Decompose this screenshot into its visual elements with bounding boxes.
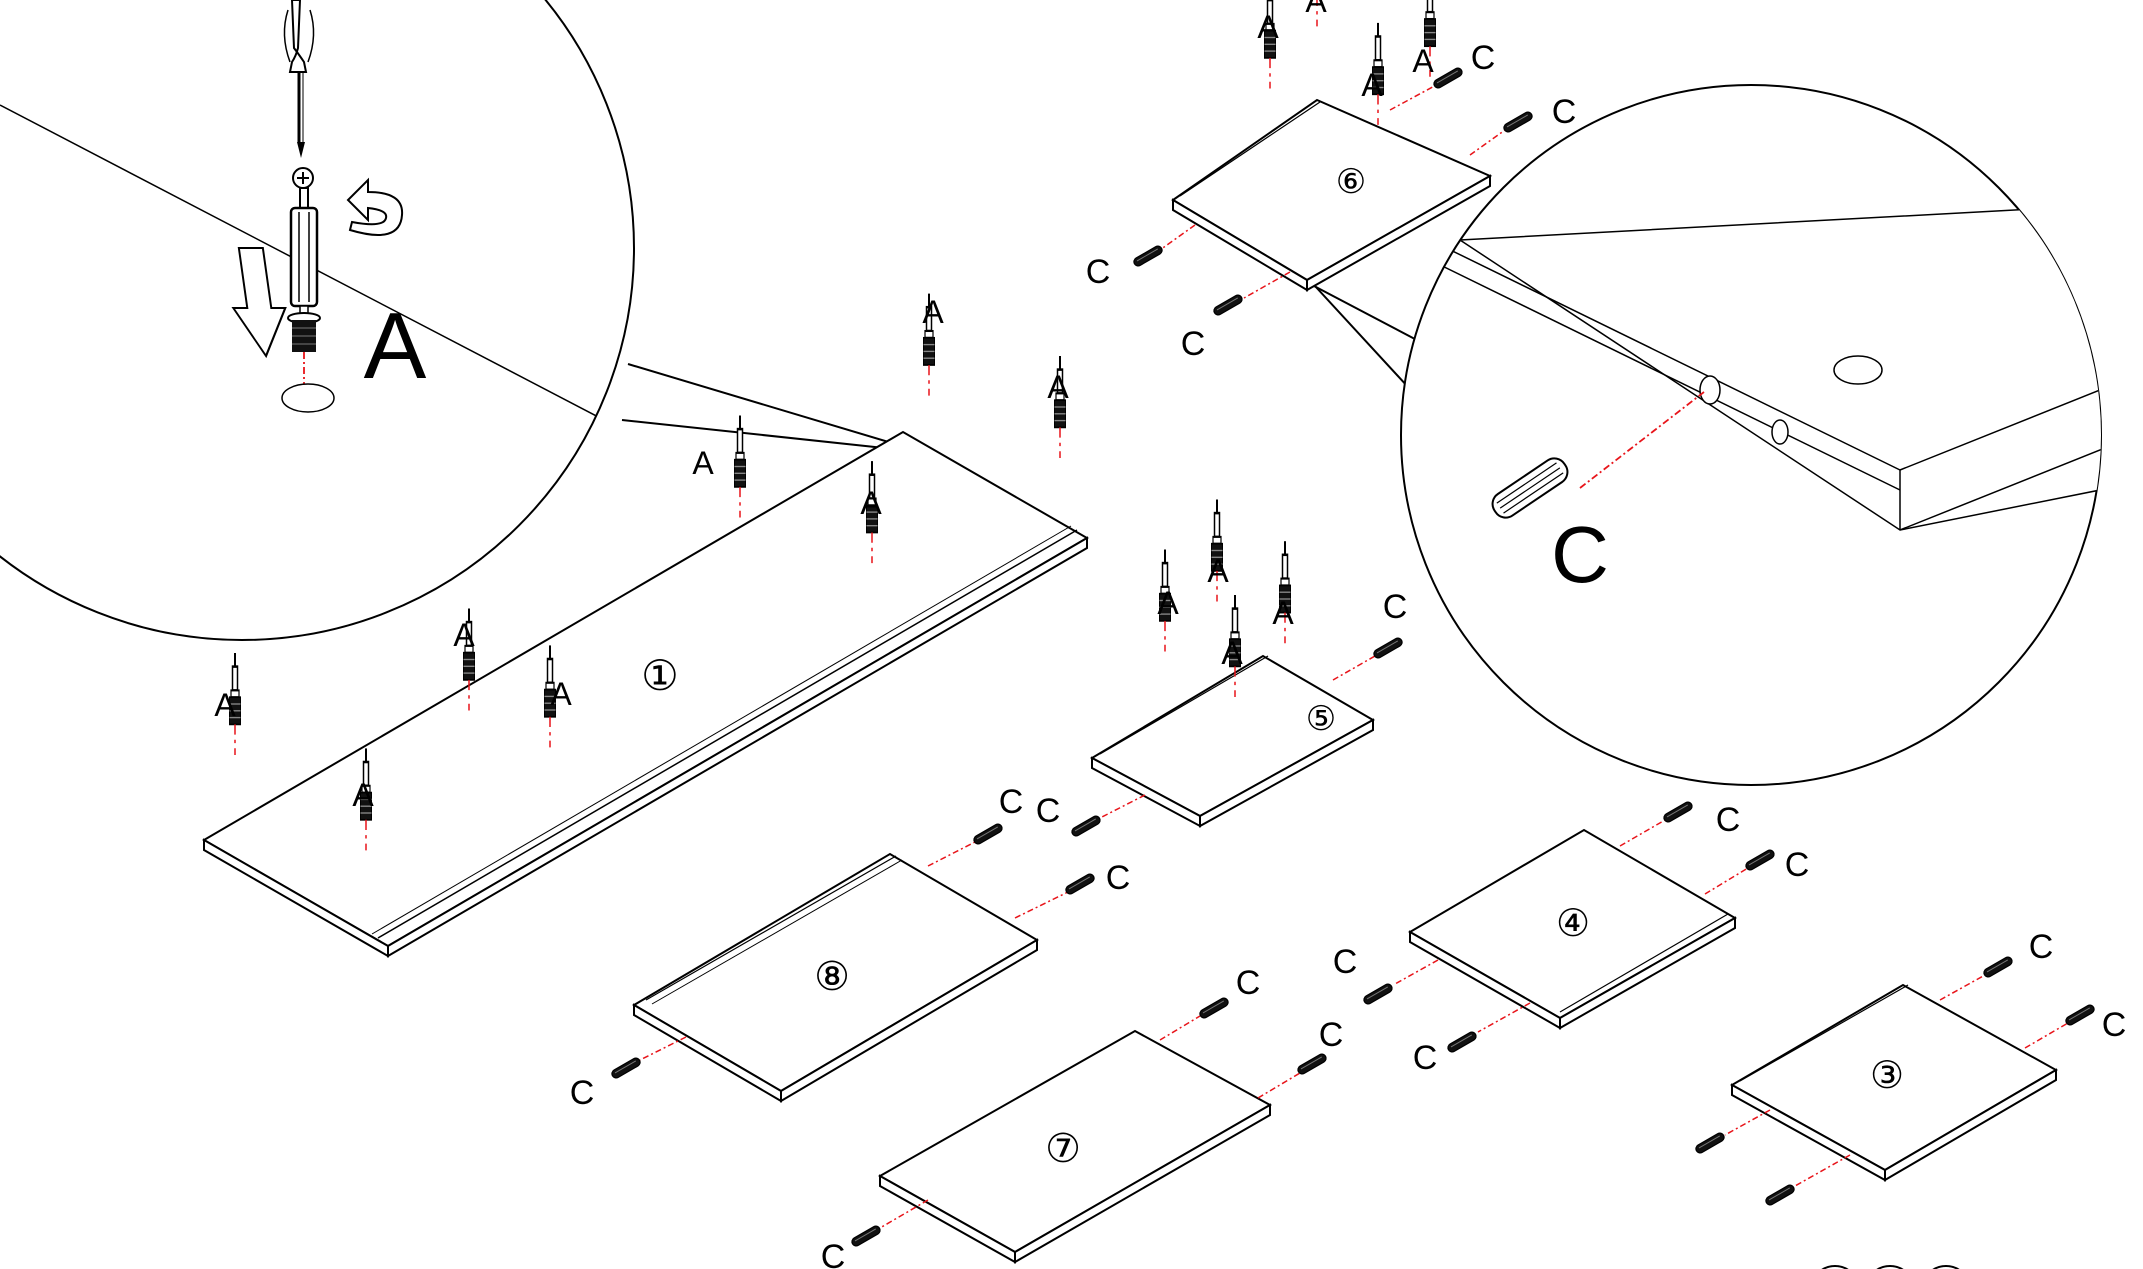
panel-5: ⑤ A A A A C C — [1036, 497, 1408, 839]
label-c: C — [1413, 1039, 1438, 1077]
panel-8: ⑧ C C C — [570, 783, 1131, 1112]
label-c: C — [1333, 943, 1358, 981]
panel-7: ⑦ C C C — [821, 964, 1344, 1269]
label-c: C — [1036, 792, 1061, 830]
label-a: A — [1272, 595, 1294, 631]
label-c: C — [1086, 253, 1111, 291]
label-c: C — [2029, 928, 2054, 966]
label-a: A — [550, 676, 572, 712]
label-a: A — [1257, 9, 1279, 45]
label-a: A — [1412, 43, 1434, 79]
label-c: C — [570, 1074, 595, 1112]
partial-circles — [1821, 1265, 1960, 1269]
label-a: A — [860, 485, 882, 521]
label-c: C — [1471, 39, 1496, 77]
label-c: C — [999, 783, 1024, 821]
dowel-enlarged-icon — [1491, 457, 1569, 519]
label-a: A — [352, 777, 374, 813]
label-a: A — [453, 617, 475, 653]
panel-1: ① — [202, 430, 1089, 958]
cam-bolt-enlarged-icon — [281, 167, 335, 413]
panel-3: ③ C C — [1693, 928, 2127, 1208]
label-c-large: C — [1551, 510, 1609, 599]
label-c: C — [821, 1238, 846, 1269]
label-c: C — [1236, 964, 1261, 1002]
label-c: C — [2102, 1006, 2127, 1044]
down-arrow-icon — [231, 247, 287, 359]
label-c: C — [1552, 93, 1577, 131]
label-a: A — [1361, 67, 1383, 103]
label-a: A — [214, 687, 236, 723]
panel-3-number: ③ — [1870, 1053, 1904, 1097]
panel-4: ④ C C C C — [1333, 799, 1810, 1077]
label-c: C — [1383, 588, 1408, 626]
label-c: C — [1319, 1016, 1344, 1054]
label-a: A — [692, 445, 714, 481]
label-a: A — [1207, 553, 1229, 589]
label-a: A — [1305, 0, 1327, 19]
panel-6-number: ⑥ — [1336, 162, 1366, 202]
label-a: A — [922, 294, 944, 330]
label-a: A — [1157, 585, 1179, 621]
panel-1-number: ① — [641, 651, 679, 700]
detail-circle-dowel-c: C — [1294, 84, 2102, 786]
label-a-large: A — [364, 293, 427, 398]
label-c: C — [1716, 801, 1741, 839]
screwdriver-icon — [283, 0, 315, 158]
panel-5-number: ⑤ — [1306, 699, 1336, 739]
label-c: C — [1785, 846, 1810, 884]
label-a: A — [1221, 635, 1243, 671]
panel-7-number: ⑦ — [1045, 1126, 1081, 1172]
label-c: C — [1106, 859, 1131, 897]
panel-8-number: ⑧ — [814, 954, 850, 1000]
detail-circle-screw-a: A — [0, 0, 923, 641]
label-c: C — [1181, 325, 1206, 363]
panel-1-bolts: A A A A A A A A — [214, 291, 1069, 853]
rotate-arrow-icon — [346, 177, 404, 236]
label-a: A — [1047, 369, 1069, 405]
panel-6: ⑥ A A A A C C C C — [1086, 0, 1577, 363]
panel-4-number: ④ — [1556, 901, 1590, 945]
